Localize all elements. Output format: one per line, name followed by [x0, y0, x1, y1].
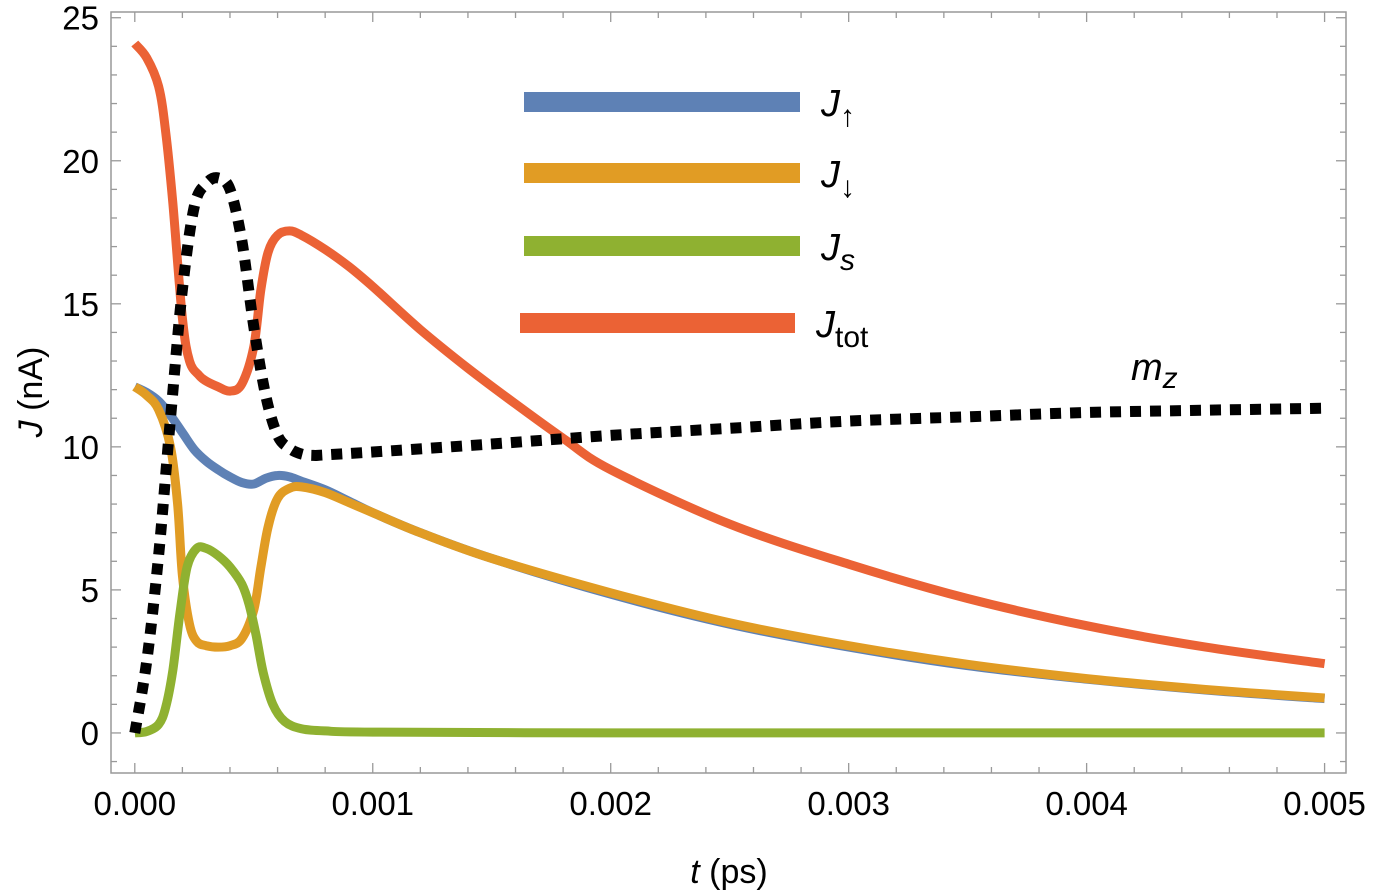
series-line-J-s: [134, 542, 1325, 738]
y-axis-unit: (nA): [12, 347, 50, 421]
x-tick-label: 0.001: [331, 785, 414, 822]
mz-label: mz: [1131, 347, 1178, 395]
y-tick-label: 15: [62, 286, 99, 323]
legend-label: Jtot: [815, 304, 869, 354]
series-line-J-up: [132, 382, 1325, 704]
y-axis-var: J: [12, 419, 50, 438]
series-line-m-z: [129, 172, 1325, 734]
y-tick-label: 25: [62, 0, 99, 37]
series-line-J-down: [132, 383, 1325, 703]
axis-ticks: [111, 12, 1346, 773]
y-tick-label: 5: [81, 572, 99, 609]
tick-labels: 0.000 0.001 0.002 0.003 0.004 0.005 0 5 10 15 20 25: [62, 0, 1366, 822]
x-axis-var: t: [690, 853, 701, 891]
x-tick-label: 0.000: [93, 785, 176, 822]
legend-label: J↓: [820, 154, 855, 204]
y-tick-label: 0: [81, 715, 99, 752]
y-tick-label: 20: [62, 143, 99, 180]
x-axis-unit: (ps): [700, 853, 768, 891]
legend-label: Js: [820, 227, 855, 277]
x-tick-label: 0.004: [1045, 785, 1128, 822]
x-axis-title: t (ps): [690, 853, 767, 891]
y-tick-label: 10: [62, 429, 99, 466]
plot-frame: [110, 11, 1347, 774]
x-tick-label: 0.002: [569, 785, 652, 822]
series-layer: [129, 40, 1326, 738]
y-axis-title: J (nA): [12, 347, 50, 439]
x-tick-label: 0.003: [807, 785, 890, 822]
x-tick-label: 0.005: [1283, 785, 1366, 822]
legend-label: J↑: [820, 83, 855, 133]
